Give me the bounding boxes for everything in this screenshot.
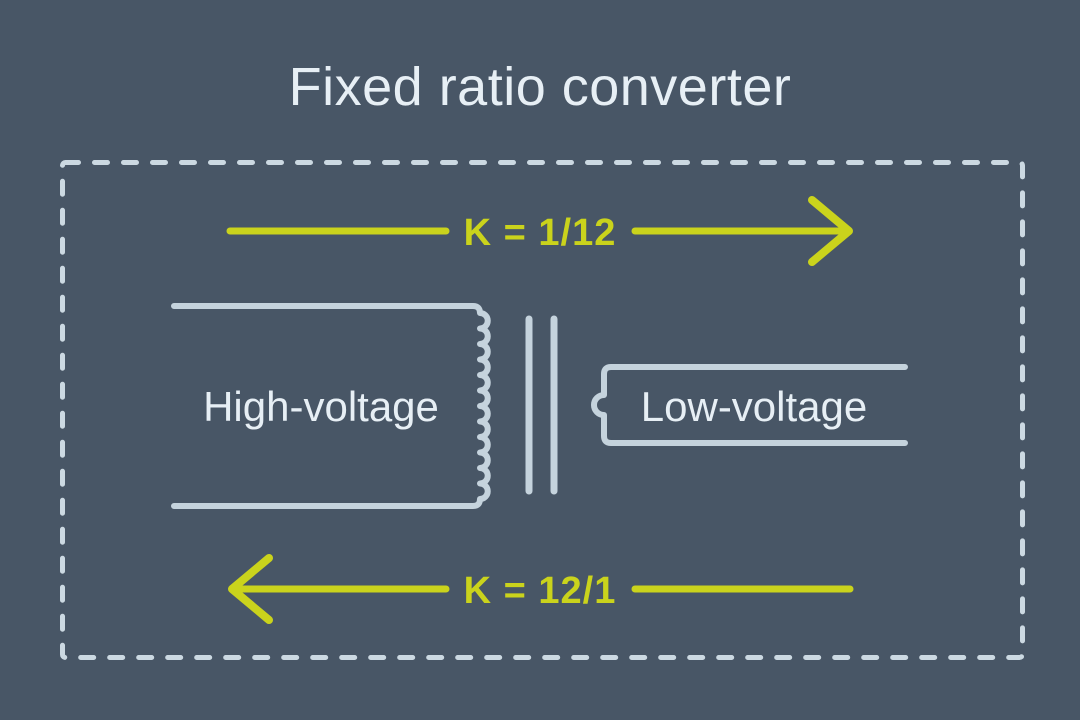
- top-arrow-label: K = 1/12: [464, 212, 617, 254]
- bottom-conversion-arrow: K = 12/1: [228, 554, 854, 624]
- dashed-boundary: [60, 160, 1025, 660]
- top-arrow-head-icon: [808, 196, 853, 266]
- low-voltage-winding-icon: [591, 364, 908, 446]
- low-voltage-label: Low-voltage: [641, 383, 867, 430]
- top-conversion-arrow: K = 1/12: [226, 196, 853, 266]
- bottom-arrow-label: K = 12/1: [464, 570, 617, 612]
- transformer-symbol: High-voltage Low-voltage: [171, 303, 908, 509]
- high-voltage-winding-icon: [171, 303, 491, 509]
- bottom-arrow-head-icon: [228, 554, 273, 624]
- high-voltage-label: High-voltage: [203, 383, 439, 430]
- page-title: Fixed ratio converter: [289, 57, 792, 117]
